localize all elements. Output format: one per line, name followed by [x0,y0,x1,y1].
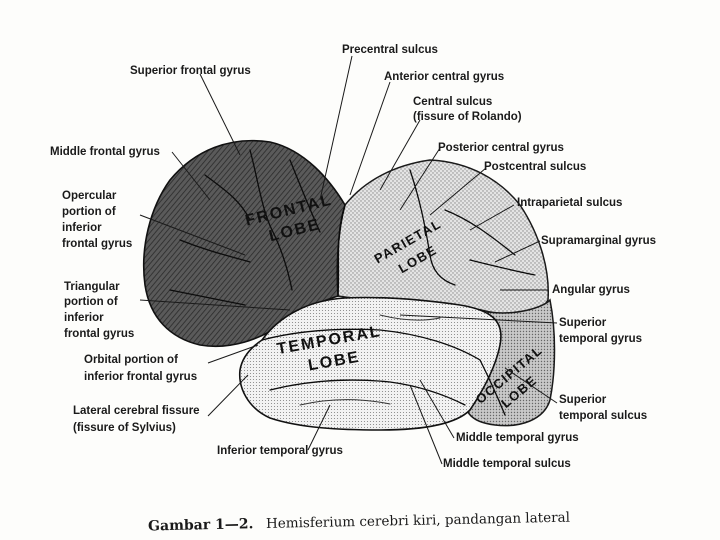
label-orbital-1: Orbital portion of [84,354,178,366]
label-middle-frontal-gyrus: Middle frontal gyrus [50,146,160,158]
label-triangular-1: Triangular [64,281,120,293]
label-posterior-central-gyrus: Posterior central gyrus [438,142,564,154]
label-intraparietal-sulcus: Intraparietal sulcus [517,197,622,209]
label-postcentral-sulcus: Postcentral sulcus [484,161,586,173]
label-superior-temporal-gyrus-2: temporal gyrus [559,333,642,345]
leader-lines [139,55,558,465]
label-lateral-fissure-2: (fissure of Sylvius) [73,422,176,434]
label-opercular-3: inferior [62,222,102,234]
label-supramarginal-gyrus: Supramarginal gyrus [541,235,656,247]
label-orbital-2: inferior frontal gyrus [84,371,197,383]
label-precentral-sulcus: Precentral sulcus [342,44,438,56]
temporal-lobe-region [238,296,502,431]
label-inferior-temporal-gyrus: Inferior temporal gyrus [217,445,343,457]
label-superior-temporal-sulcus-1: Superior [559,394,607,406]
label-opercular-2: portion of [62,206,116,218]
label-lateral-fissure-1: Lateral cerebral fissure [73,405,200,417]
label-middle-temporal-gyrus: Middle temporal gyrus [456,432,579,444]
label-anterior-central-gyrus: Anterior central gyrus [384,71,504,83]
label-superior-frontal-gyrus: Superior frontal gyrus [130,65,251,77]
caption-prefix: Gambar 1—2. [148,516,254,534]
label-central-sulcus: Central sulcus [413,96,492,108]
label-superior-temporal-sulcus-2: temporal sulcus [559,410,647,422]
label-triangular-3: inferior [64,312,104,324]
sulci-lines [169,149,536,416]
label-opercular-1: Opercular [62,190,117,202]
caption-text: Hemisferium cerebri kiri, pandangan late… [266,510,570,532]
parietal-lobe-region [336,159,549,316]
label-triangular-4: frontal gyrus [64,328,134,340]
label-middle-temporal-sulcus: Middle temporal sulcus [443,458,571,470]
label-triangular-2: portion of [64,296,118,308]
label-superior-temporal-gyrus-1: Superior [559,317,607,329]
label-opercular-4: frontal gyrus [62,238,132,250]
annotation-labels: Precentral sulcus Superior frontal gyrus… [50,44,656,470]
label-fissure-of-rolando: (fissure of Rolando) [413,111,522,123]
label-angular-gyrus: Angular gyrus [552,284,630,296]
figure-caption: Gambar 1—2. Hemisferium cerebri kiri, pa… [148,510,570,535]
